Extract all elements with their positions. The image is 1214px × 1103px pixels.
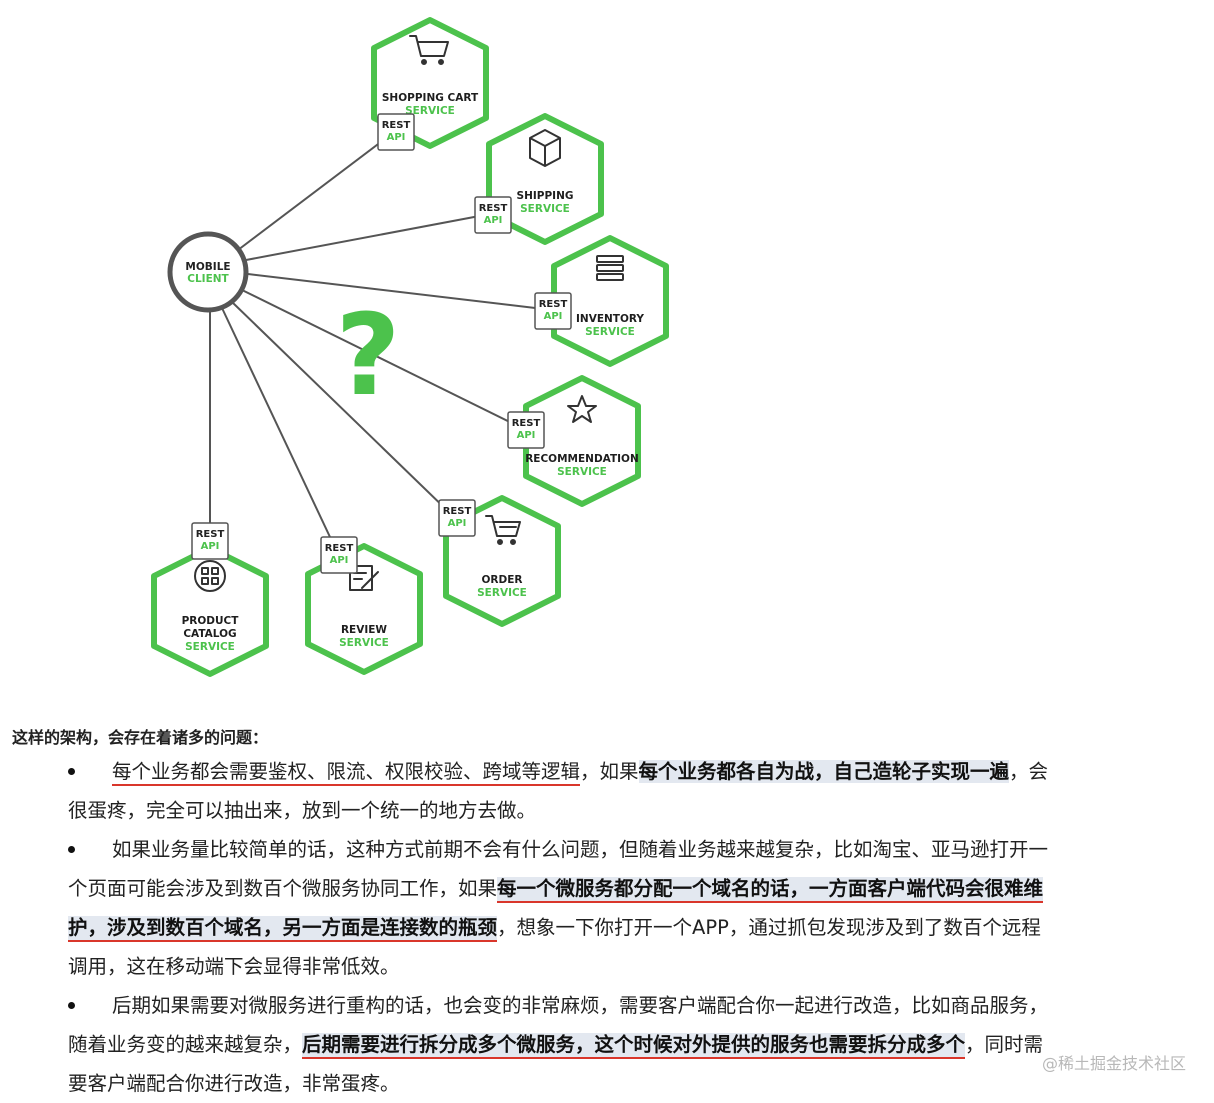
bullet-2-line-4: 调用，这在移动端下会显得非常低效。 xyxy=(68,955,400,978)
api-label: API xyxy=(544,311,563,322)
bullet-dot xyxy=(68,768,75,775)
client-label-line1: MOBILE xyxy=(185,261,230,273)
text-span: ，同时需 xyxy=(965,1033,1044,1056)
product-catalog-name-2: CATALOG xyxy=(183,628,236,640)
bullet-3-line-2: 随着业务变的越来越复杂，后期需要进行拆分成多个微服务，这个时候对外提供的服务也需… xyxy=(68,1025,1043,1064)
text-span: 个页面可能会涉及到数百个微服务协同工作，如果 xyxy=(68,877,498,900)
rest-api-badge-inventory: REST API xyxy=(534,292,572,330)
section-intro: 这样的架构，会存在着诸多的问题： xyxy=(12,728,269,747)
stack-icon xyxy=(596,255,624,281)
review-icon xyxy=(349,565,379,591)
rest-api-badge-shopping-cart: REST API xyxy=(377,113,415,151)
connector-shipping xyxy=(245,213,491,261)
api-label: API xyxy=(387,132,406,143)
client-label-line2: CLIENT xyxy=(187,273,229,285)
rest-label: REST xyxy=(196,529,225,540)
question-mark: ? xyxy=(336,291,401,421)
inventory-name: INVENTORY xyxy=(576,313,644,325)
bullet-1-line-1: 每个业务都会需要鉴权、限流、权限校验、跨域等逻辑，如果每个业务都各自为战，自己造… xyxy=(112,752,1048,791)
rest-label: REST xyxy=(479,203,508,214)
highlighted-text: 每个业务都各自为战，自己造轮子实现一遍 xyxy=(638,760,1010,783)
text-span: ，会 xyxy=(1009,760,1049,783)
box-icon xyxy=(529,129,561,167)
api-label: API xyxy=(517,430,536,441)
product-catalog-name-1: PRODUCT xyxy=(182,615,240,627)
underlined-text: 每个业务都会需要鉴权、限流、权限校验、跨域等逻辑 xyxy=(112,760,581,786)
bullet-1-line-2: 很蛋疼，完全可以抽出来，放到一个统一的地方去做。 xyxy=(68,799,537,822)
rest-api-badge-shipping: REST API xyxy=(474,196,512,234)
cart-icon xyxy=(409,35,449,65)
rest-api-badge-recommendation: REST API xyxy=(507,411,545,449)
product-catalog-sub: SERVICE xyxy=(185,641,235,653)
connector-review xyxy=(221,307,339,555)
text-span: ，如果 xyxy=(580,760,639,783)
highlighted-underlined-text: 每一个微服务都分配一个域名的话，一方面客户端代码会很难维 xyxy=(497,877,1044,903)
shopping-cart-name: SHOPPING CART xyxy=(382,92,479,104)
rest-label: REST xyxy=(539,299,568,310)
bullet-3-line-1: 后期如果需要对微服务进行重构的话，也会变的非常麻烦，需要客户端配合你一起进行改造… xyxy=(112,994,1049,1017)
service-inventory: INVENTORY SERVICE xyxy=(551,235,669,367)
recommendation-sub: SERVICE xyxy=(557,466,607,478)
rest-label: REST xyxy=(512,418,541,429)
bullet-dot xyxy=(68,846,75,853)
api-label: API xyxy=(448,518,467,529)
shipping-sub: SERVICE xyxy=(520,203,570,215)
service-recommendation: RECOMMENDATION SERVICE xyxy=(523,375,641,507)
order-sub: SERVICE xyxy=(477,587,527,599)
shipping-name: SHIPPING xyxy=(517,190,574,202)
order-cart-icon xyxy=(485,515,521,545)
shopping-cart-sub: SERVICE xyxy=(405,105,455,117)
order-name: ORDER xyxy=(482,574,523,586)
bullet-dot xyxy=(68,1002,75,1009)
rest-api-badge-order: REST API xyxy=(438,499,476,537)
bullet-2-line-2: 个页面可能会涉及到数百个微服务协同工作，如果每一个微服务都分配一个域名的话，一方… xyxy=(68,869,1044,908)
connector-recommendation xyxy=(241,289,523,429)
bullet-2-line-3: 护，涉及到数百个域名，另一方面是连接数的瓶颈，想象一下你打开一个APP，通过抓包… xyxy=(68,908,1041,947)
rest-label: REST xyxy=(382,120,411,131)
api-label: API xyxy=(201,541,220,552)
api-label: API xyxy=(330,555,349,566)
highlighted-underlined-text: 护，涉及到数百个域名，另一方面是连接数的瓶颈 xyxy=(68,916,498,942)
text-span: ，想象一下你打开一个APP，通过抓包发现涉及到了数百个远程 xyxy=(497,916,1041,939)
bullet-2-line-1: 如果业务量比较简单的话，这种方式前期不会有什么问题，但随着业务越来越复杂，比如淘… xyxy=(112,838,1049,861)
grid-icon xyxy=(194,560,226,592)
rest-api-badge-review: REST API xyxy=(320,536,358,574)
watermark: @稀土掘金技术社区 xyxy=(1041,1054,1186,1073)
review-name: REVIEW xyxy=(341,624,387,636)
service-review: REVIEW SERVICE xyxy=(305,543,423,675)
connector-inventory xyxy=(247,273,553,311)
bullet-3-line-3: 要客户端配合你进行改造，非常蛋疼。 xyxy=(68,1072,400,1095)
connector-order xyxy=(231,301,455,518)
review-sub: SERVICE xyxy=(339,637,389,649)
inventory-sub: SERVICE xyxy=(585,326,635,338)
microservices-diagram: MOBILE CLIENT ? SHOPPING CART SERVICE SH… xyxy=(151,17,669,677)
mobile-client-node: MOBILE CLIENT xyxy=(167,231,249,313)
text-span: 随着业务变的越来越复杂， xyxy=(68,1033,303,1056)
connectors xyxy=(209,131,553,555)
rest-label: REST xyxy=(443,506,472,517)
service-shipping: SHIPPING SERVICE xyxy=(486,113,604,245)
highlighted-underlined-text: 后期需要进行拆分成多个微服务，这个时候对外提供的服务也需要拆分成多个 xyxy=(302,1033,966,1059)
recommendation-name: RECOMMENDATION xyxy=(525,453,639,465)
star-icon xyxy=(567,395,597,423)
service-product-catalog: PRODUCT CATALOG SERVICE xyxy=(151,545,269,677)
rest-label: REST xyxy=(325,543,354,554)
connector-shopping-cart xyxy=(237,131,395,251)
rest-api-badge-product-catalog: REST API xyxy=(191,522,229,560)
api-label: API xyxy=(484,215,503,226)
